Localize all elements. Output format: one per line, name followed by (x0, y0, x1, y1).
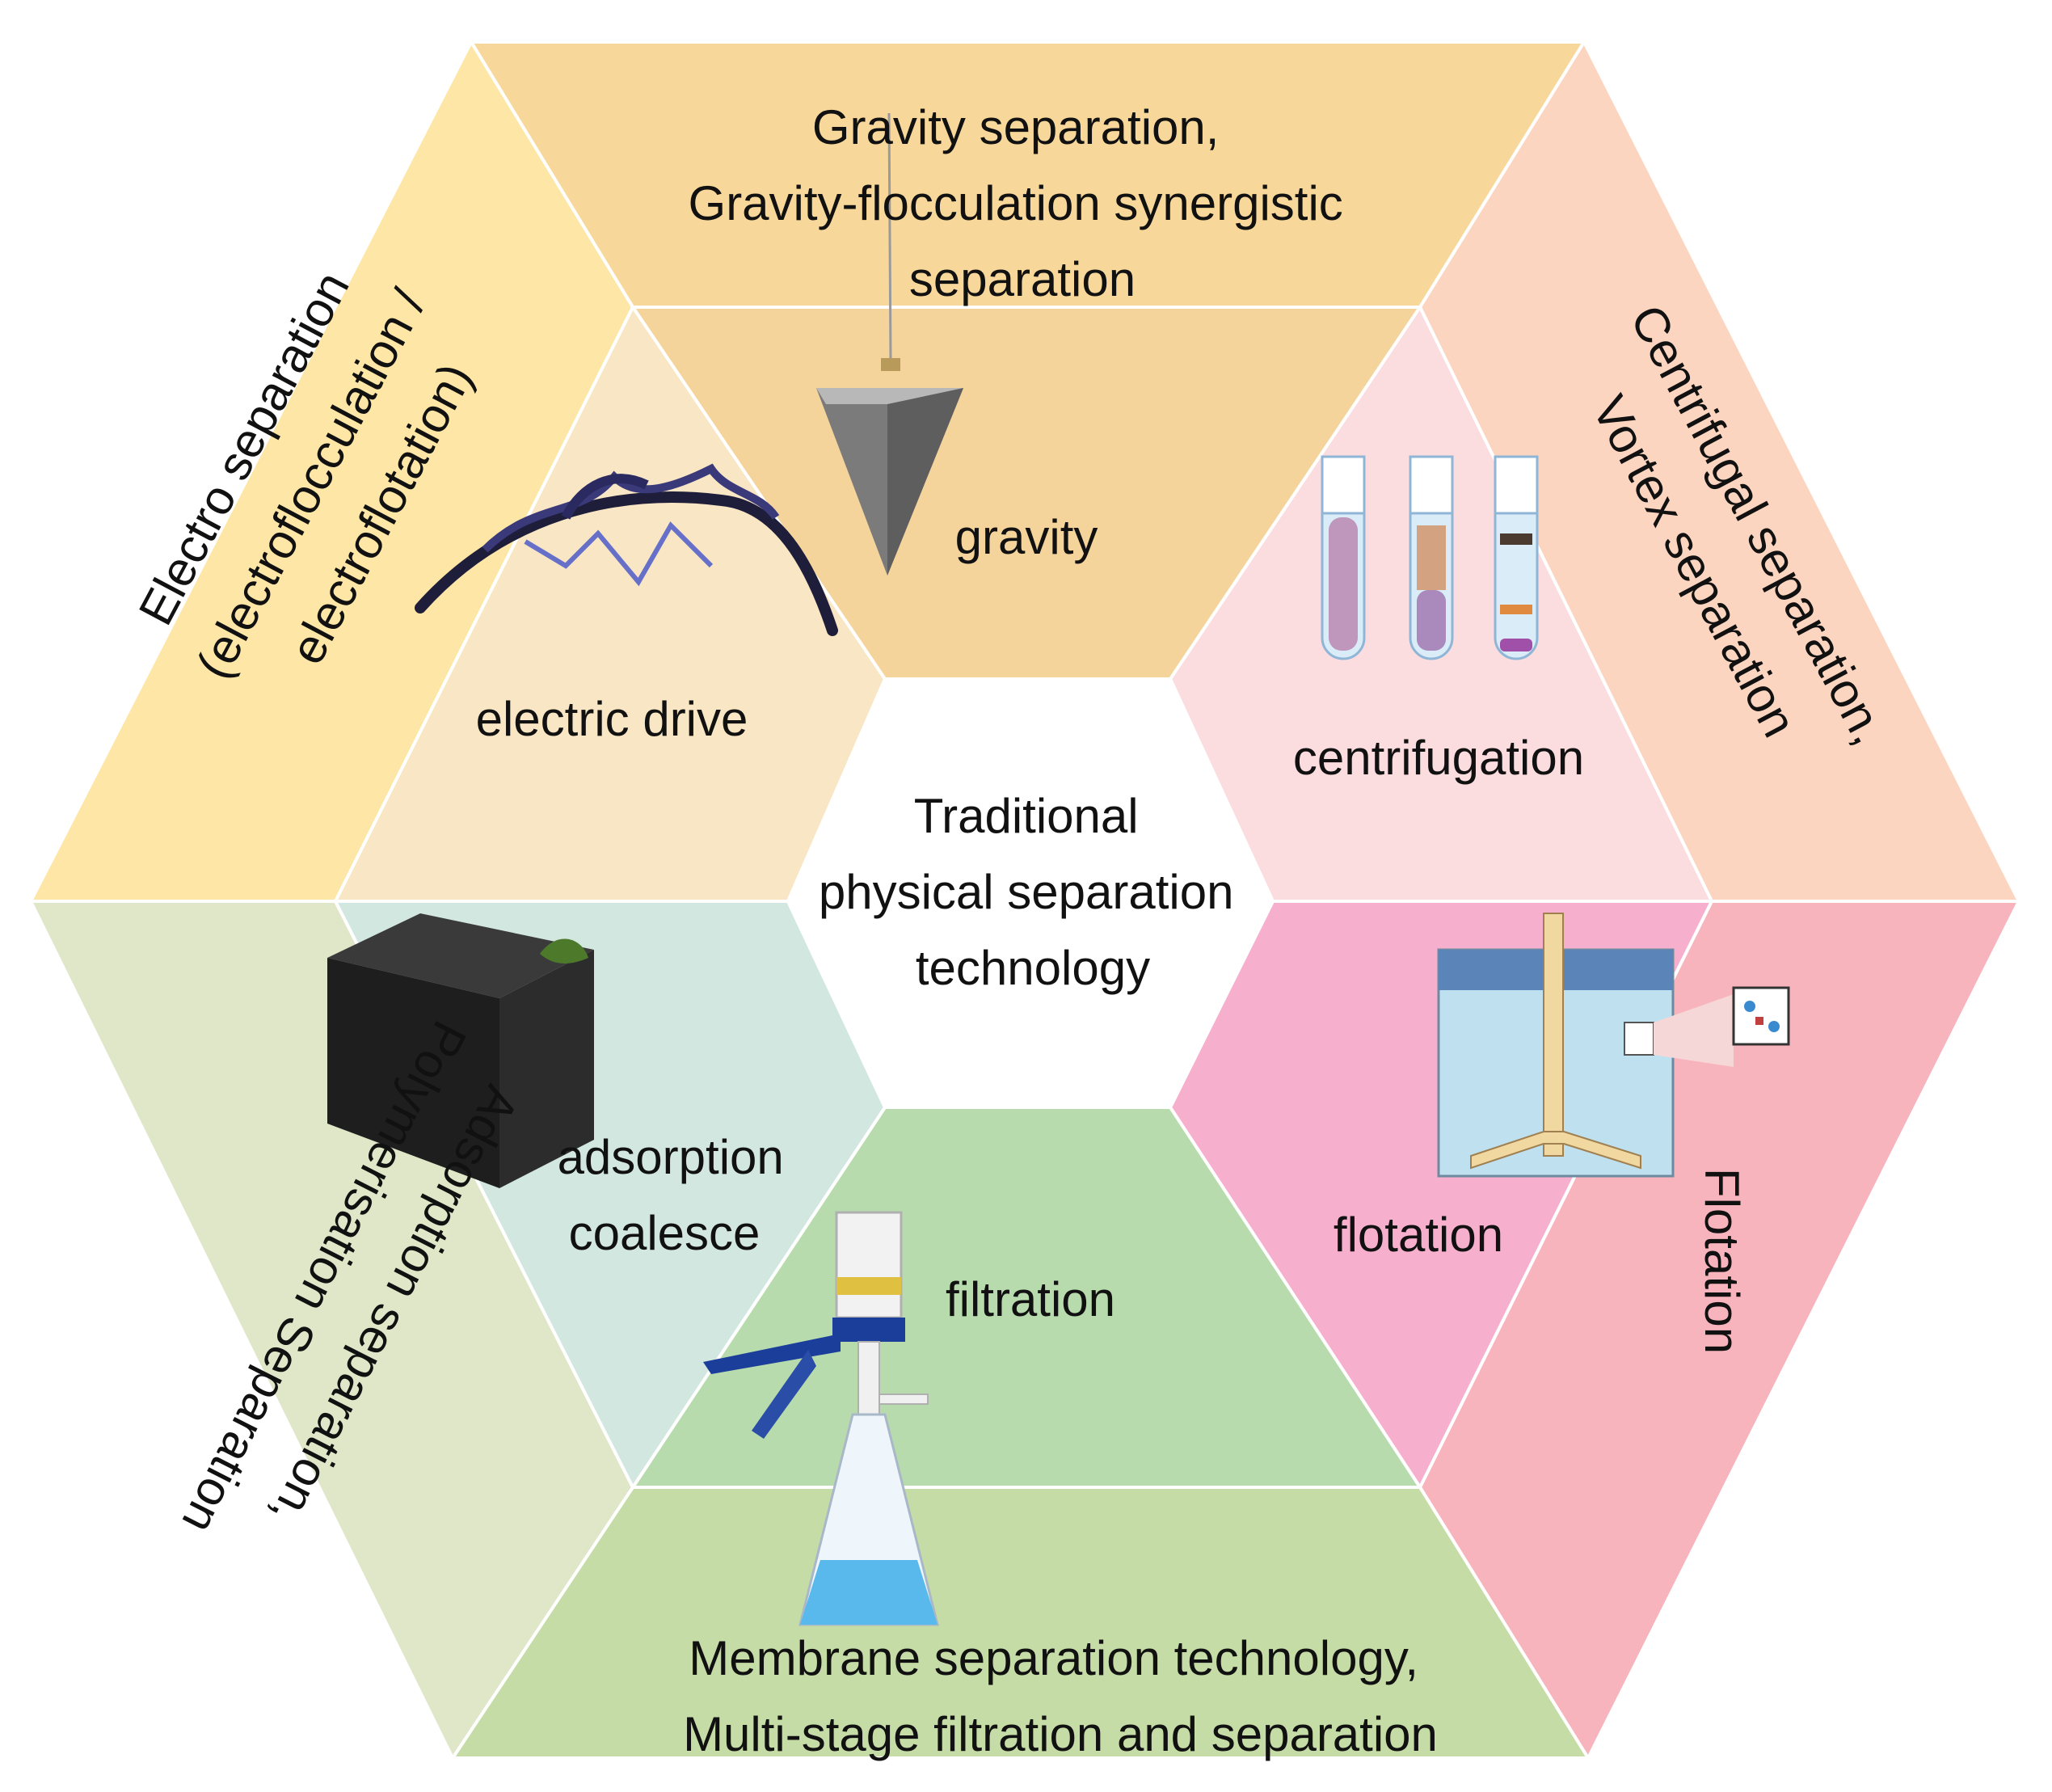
electric-drive-label: electric drive (476, 692, 748, 746)
outer-label-lower-right: Flotation (1695, 1168, 1749, 1354)
outer-label-top: Gravity separation, Gravity-flocculation… (689, 100, 1357, 306)
pendulum-bob-icon (816, 112, 963, 576)
test-tubes-icon (1321, 455, 1539, 660)
electric-arc-icon (415, 463, 838, 636)
flotation-label: flotation (1334, 1208, 1503, 1262)
adsorption-label: adsorption coalesce (558, 1130, 798, 1260)
filtration-label: filtration (946, 1272, 1115, 1326)
flotation-tank-icon (1437, 913, 1790, 1178)
center-hexagon (786, 677, 1275, 1109)
gravity-label: gravity (955, 510, 1098, 564)
vacuum-filter-flask-icon (703, 1211, 939, 1626)
outer-label-bottom: Membrane separation technology, Multi-st… (683, 1631, 1438, 1761)
center-label: Traditional physical separation technolo… (819, 789, 1247, 995)
centrifugation-label: centrifugation (1293, 731, 1584, 785)
activated-carbon-cube-icon (327, 913, 594, 1188)
